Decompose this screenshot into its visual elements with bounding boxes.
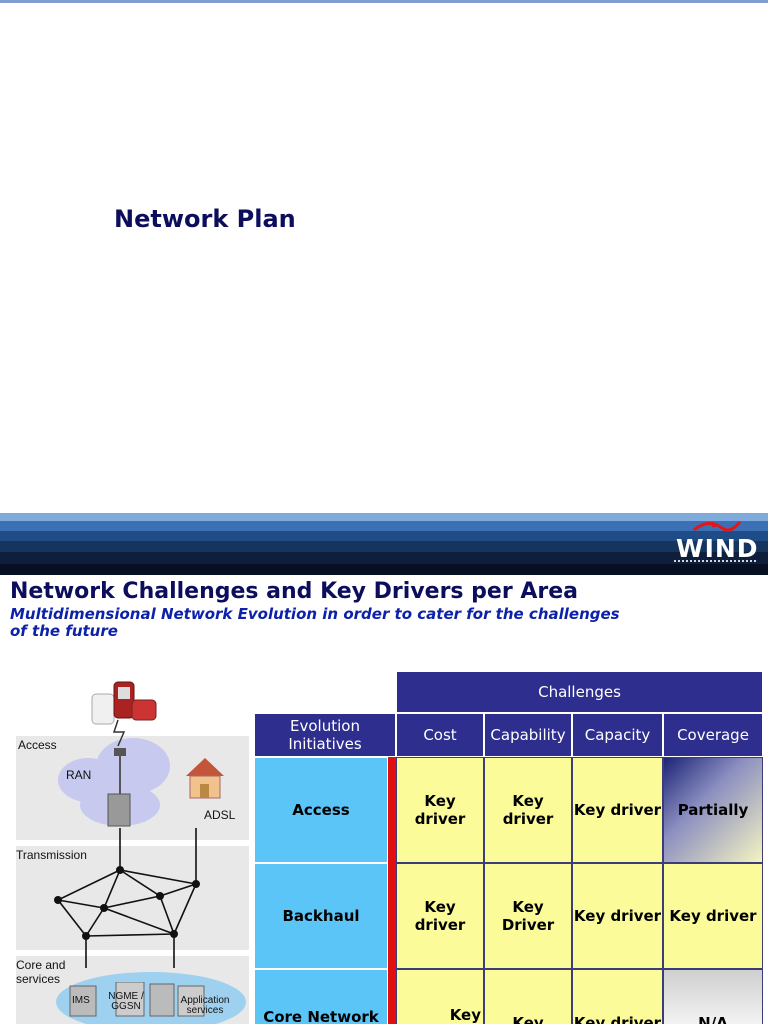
table-cell: Key driver [663, 863, 763, 969]
swoosh-icon [693, 521, 742, 532]
banner-stripe [0, 521, 768, 531]
top-divider [0, 0, 768, 3]
row-header-backhaul: Backhaul [254, 863, 388, 969]
network-diagram: Access Transmission Core and services RA… [0, 672, 254, 1024]
table-cell: Key driver [396, 757, 484, 863]
challenge-matrix: Challenges Evolution Initiatives Cost Ca… [254, 671, 763, 1024]
section-label-transmission: Transmission [16, 848, 87, 862]
house-icon [186, 758, 224, 799]
row-header-access: Access [254, 757, 388, 863]
row-header-core-network: Core Network [254, 969, 388, 1024]
app-services-label: Application services [180, 995, 230, 1016]
table-cell: Key [396, 969, 484, 1024]
transmission-mesh [54, 828, 200, 968]
column-header-coverage: Coverage [663, 713, 763, 757]
slide-subtitle: Multidimensional Network Evolution in or… [10, 605, 620, 640]
table-cell: Key driver [484, 757, 572, 863]
slide-title: Network Plan [114, 205, 296, 233]
banner-stripe [0, 513, 768, 521]
ngme-label: NGME / GGSN [108, 991, 144, 1012]
table-cell: Key driver [572, 863, 663, 969]
antenna-tower-icon [107, 719, 131, 827]
accent-bar [388, 757, 396, 863]
table-cell: Key Driver [484, 863, 572, 969]
server-rack-icon [69, 982, 205, 1017]
section-label-access: Access [18, 738, 57, 752]
table-cell: N/A [663, 969, 763, 1024]
table-cell: Key driver [572, 757, 663, 863]
table-cell: Key driver [396, 863, 484, 969]
table-cell: Key driver [484, 969, 572, 1024]
column-header-capability: Capability [484, 713, 572, 757]
logo-tagline [674, 560, 758, 562]
section-label-core: Core and services [16, 958, 66, 986]
ims-label: IMS [72, 995, 90, 1006]
accent-bar [388, 969, 396, 1024]
challenges-header: Challenges [396, 671, 763, 713]
banner-stripe [0, 552, 768, 564]
column-header-cost: Cost [396, 713, 484, 757]
ran-label: RAN [66, 768, 92, 782]
logo-wordmark: WIND [676, 534, 759, 563]
banner-stripe [0, 564, 768, 575]
banner-stripe [0, 531, 768, 541]
table-cell: Partially [663, 757, 763, 863]
handsets-icon [91, 681, 157, 725]
initiatives-header: Evolution Initiatives [254, 713, 396, 757]
column-header-capacity: Capacity [572, 713, 663, 757]
adsl-label: ADSL [204, 808, 236, 822]
banner-stripe [0, 541, 768, 552]
brand-banner: WIND [0, 513, 768, 575]
table-cell: Key driver [572, 969, 663, 1024]
slide-title: Network Challenges and Key Drivers per A… [10, 579, 579, 604]
accent-bar [388, 863, 396, 969]
wind-logo: WIND [674, 516, 758, 572]
